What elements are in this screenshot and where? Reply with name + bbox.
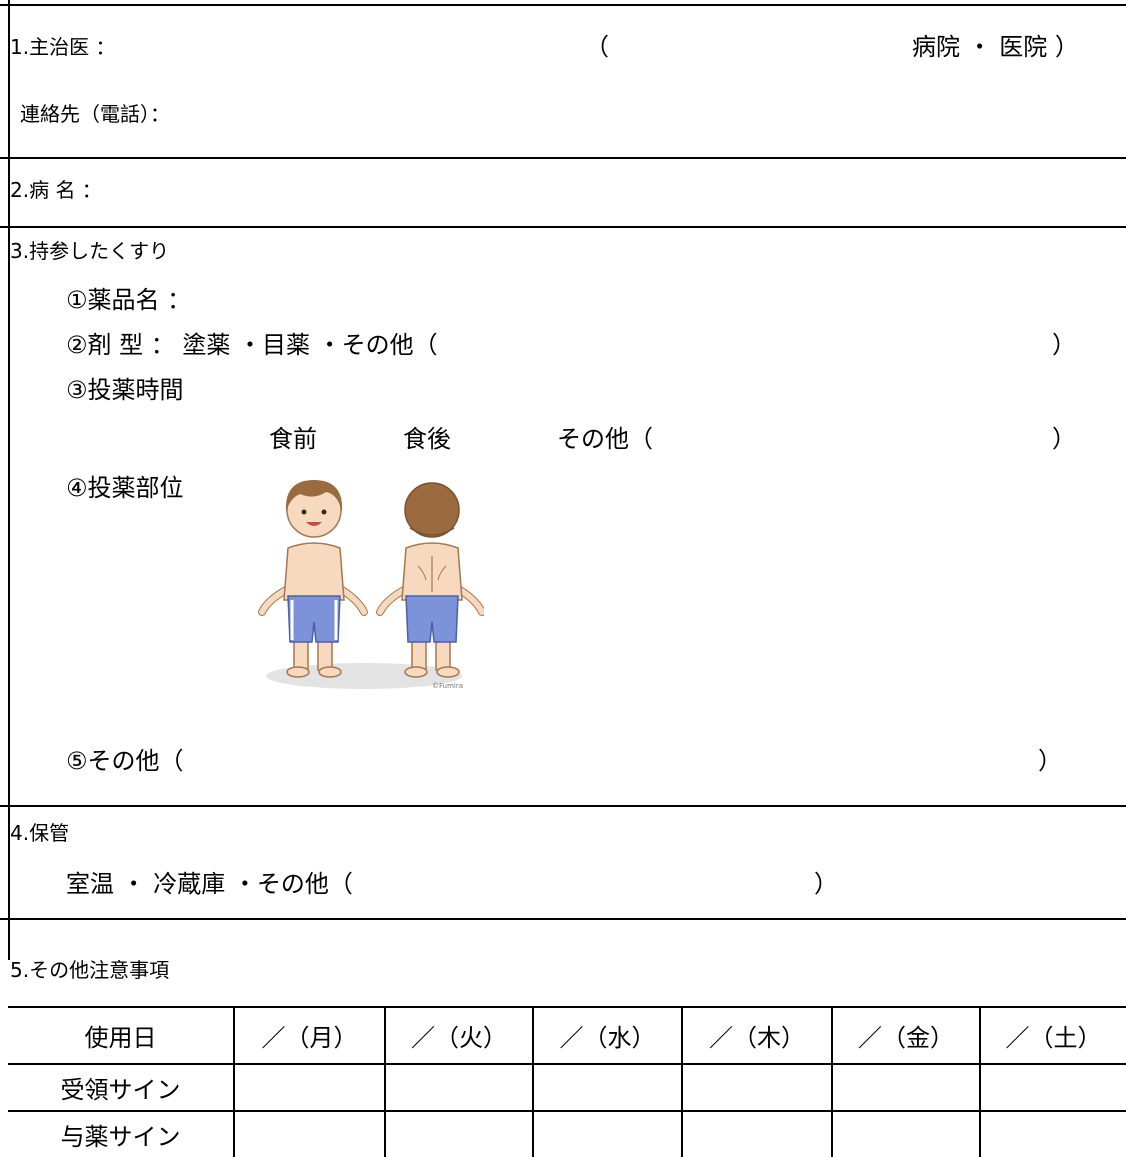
divider-1 [0, 157, 1126, 159]
timing-close-paren: ） [1052, 425, 1076, 453]
administer-sign-cell[interactable] [532, 1110, 683, 1157]
administer-sign-cell[interactable] [233, 1110, 386, 1157]
illustration-credit: ©Fumira [432, 682, 464, 690]
date-sat[interactable]: ／（土） [979, 1006, 1126, 1065]
divider-4 [0, 918, 1126, 920]
administer-sign-header: 与薬サイン [8, 1110, 235, 1157]
date-fri[interactable]: ／（金） [831, 1006, 981, 1065]
doctor-label: 1.主治医 ： [10, 35, 116, 59]
receipt-sign-cell[interactable] [532, 1063, 683, 1112]
child-back [376, 482, 484, 678]
brought-medicine-title: 3.持参したくすり [10, 239, 170, 263]
after-meal-option[interactable]: 食後 [403, 425, 451, 453]
date-wed[interactable]: ／（水） [532, 1006, 683, 1065]
before-meal-option[interactable]: 食前 [269, 425, 317, 453]
dosage-form-close-paren: ） [1052, 331, 1076, 359]
child-front [258, 480, 368, 678]
administer-sign-cell[interactable] [681, 1110, 833, 1157]
administer-sign-cell[interactable] [384, 1110, 534, 1157]
signature-table: 使用日 ／（月） ／（火） ／（水） ／（木） ／（金） ／（土） 受領サイン … [8, 1006, 1126, 1157]
receipt-sign-header: 受領サイン [8, 1063, 235, 1112]
contact-phone-label: 連絡先（電話）： [20, 102, 170, 126]
other-close-paren: ） [1038, 747, 1062, 775]
storage-options[interactable]: 室温 ・ 冷蔵庫 ・その他（ [66, 870, 353, 898]
form-left-border [8, 0, 10, 960]
receipt-sign-cell[interactable] [979, 1063, 1126, 1112]
date-tue[interactable]: ／（火） [384, 1006, 534, 1065]
divider-2 [0, 226, 1126, 228]
form-top-border [0, 4, 1126, 6]
storage-title: 4.保管 [10, 821, 70, 845]
other-label: ⑤その他（ [66, 747, 184, 775]
administer-sign-cell[interactable] [979, 1110, 1126, 1157]
receipt-sign-cell[interactable] [681, 1063, 833, 1112]
timing-other-option[interactable]: その他（ [557, 425, 653, 453]
table-row: 使用日 ／（月） ／（火） ／（水） ／（木） ／（金） ／（土） [8, 1006, 1126, 1065]
dosage-form-options[interactable]: ②剤 型 ： 塗薬 ・目薬 ・その他（ [66, 331, 438, 359]
site-label: ④投薬部位 [66, 474, 184, 502]
body-front-back-illustration [258, 480, 484, 689]
receipt-sign-cell[interactable] [233, 1063, 386, 1112]
drug-name-label: ①薬品名 ： [66, 286, 192, 314]
other-notes-title: 5.その他注意事項 [10, 958, 170, 982]
divider-3 [0, 805, 1126, 807]
usage-date-header: 使用日 [8, 1006, 235, 1065]
hospital-clinic-choice[interactable]: 病院 ・ 医院 ） [912, 33, 1079, 61]
date-mon[interactable]: ／（月） [233, 1006, 386, 1065]
hospital-paren-open: （ [585, 33, 609, 61]
date-thu[interactable]: ／（木） [681, 1006, 833, 1065]
table-row: 与薬サイン [8, 1110, 1126, 1157]
administer-sign-cell[interactable] [831, 1110, 981, 1157]
disease-name-label: 2.病 名 ： [10, 178, 102, 202]
table-row: 受領サイン [8, 1063, 1126, 1112]
receipt-sign-cell[interactable] [831, 1063, 981, 1112]
timing-label: ③投薬時間 [66, 376, 184, 404]
storage-close-paren: ） [814, 870, 838, 898]
receipt-sign-cell[interactable] [384, 1063, 534, 1112]
